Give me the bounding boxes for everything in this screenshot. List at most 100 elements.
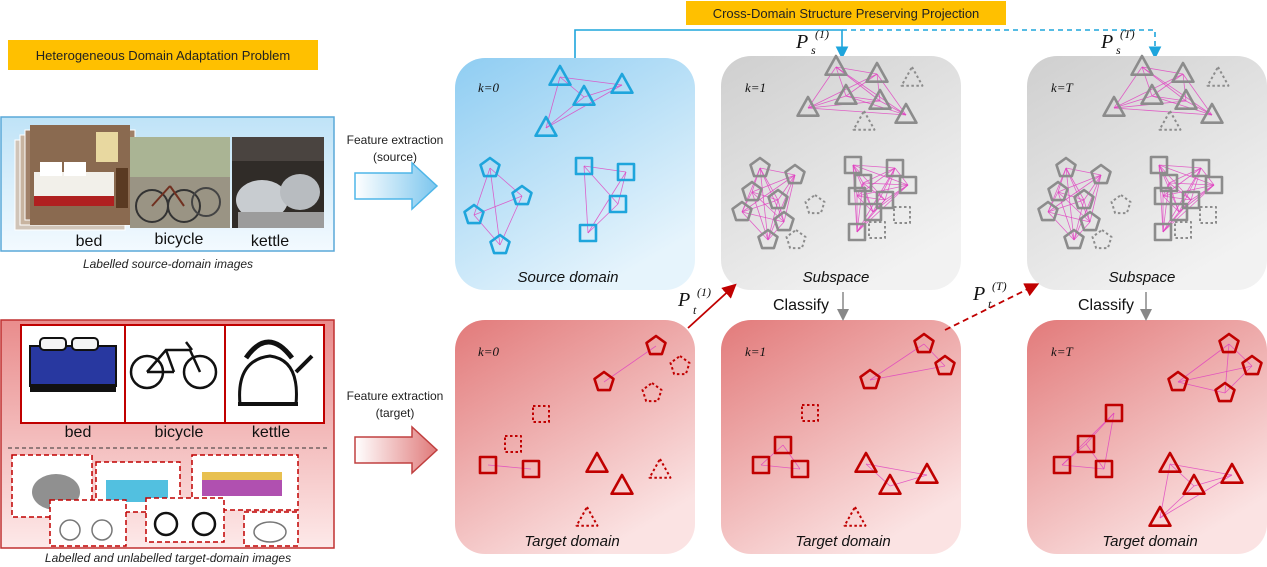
subspace-T-triangle	[1140, 83, 1164, 105]
subspace-1-edge	[876, 73, 881, 102]
target-0-square	[478, 455, 498, 475]
target-1-edge	[760, 444, 784, 466]
subspace-1-edge	[741, 174, 796, 213]
target-0-triangle	[610, 473, 634, 496]
target-0-pentagon	[645, 334, 667, 356]
classify-label-1: Classify	[773, 297, 829, 314]
subspace-1-edge	[741, 191, 753, 213]
subspace-T-triangle	[1200, 102, 1224, 124]
subspace-T-edge	[1083, 199, 1091, 223]
subspace-1-triangle	[868, 88, 892, 110]
target-T-edge	[1103, 412, 1115, 470]
target-T-edge	[1159, 474, 1233, 519]
panel-subspace-T-title: Subspace	[1109, 269, 1176, 286]
subspace-T-square	[1204, 175, 1224, 195]
svg-text:(T): (T)	[1120, 27, 1135, 41]
panel-target-1-k: k=1	[745, 344, 766, 359]
target-unlabelled-images	[11, 454, 299, 547]
target-class-bed: bed	[65, 424, 92, 441]
panel-target-T-title: Target domain	[1102, 533, 1197, 550]
panel-subspace-1-title: Subspace	[803, 269, 870, 286]
subspace-1-edge	[856, 182, 864, 197]
subspace-T-edge	[1073, 199, 1085, 241]
panel-target-1-title: Target domain	[795, 533, 890, 550]
target-1-triangle	[915, 462, 939, 485]
subspace-1-pentagon	[773, 210, 795, 232]
source-square	[608, 194, 628, 214]
feature-source-label-1: Feature extraction	[347, 133, 444, 147]
subspace-T-edge	[1065, 167, 1075, 241]
svg-text:(T): (T)	[992, 279, 1007, 293]
panel-target-0-title: Target domain	[524, 533, 619, 550]
projection-ptT-label: P t (T)	[972, 279, 1007, 311]
target-1-pentagon	[913, 332, 935, 354]
target-1-square	[751, 455, 771, 475]
subspace-T-edge	[1047, 191, 1059, 213]
target-1-triangle	[843, 506, 867, 527]
target-1-edge	[782, 444, 801, 470]
target-T-edge	[1177, 343, 1230, 383]
shape-layer	[463, 54, 1263, 528]
subspace-1-edge	[751, 191, 779, 201]
target-labelled-images	[20, 324, 325, 424]
subspace-T-edge	[1141, 66, 1187, 102]
source-triangle	[610, 72, 634, 94]
subspace-1-square	[898, 175, 918, 195]
source-pentagon	[511, 184, 533, 206]
target-T-pentagon	[1218, 332, 1240, 354]
target-1-edge	[869, 343, 925, 381]
subspace-1-triangle	[894, 102, 918, 124]
target-T-square	[1052, 455, 1072, 475]
svg-text:P: P	[1100, 31, 1113, 53]
target-T-square	[1076, 434, 1096, 454]
panel-subspace-T-k: k=T	[1051, 80, 1074, 95]
target-0-edge	[603, 345, 657, 383]
source-edge	[583, 165, 619, 205]
source-pentagon	[463, 203, 485, 225]
subspace-T-edge	[1065, 167, 1102, 176]
svg-text:(1): (1)	[697, 285, 711, 299]
source-edge	[545, 84, 623, 129]
panel-target-0-k: k=0	[478, 344, 500, 359]
panel-target-1	[721, 320, 961, 554]
subspace-T-square	[1199, 206, 1217, 224]
subspace-T-pentagon	[1063, 228, 1085, 250]
subspace-1-pentagon	[757, 228, 779, 250]
source-edge	[545, 96, 585, 129]
source-edge	[587, 203, 619, 234]
source-pentagon	[479, 156, 501, 178]
subspace-T-edge	[1047, 174, 1102, 213]
target-T-triangle	[1158, 451, 1182, 474]
target-0-pentagon	[593, 370, 615, 392]
feature-source-arrow	[354, 161, 439, 211]
target-T-triangle	[1148, 505, 1172, 528]
target-1-square	[790, 459, 810, 479]
source-image-stack	[14, 125, 324, 231]
subspace-1-edge	[777, 199, 785, 223]
subspace-1-edge	[856, 195, 886, 201]
subspace-1-edge	[767, 199, 779, 241]
subspace-T-edge	[1151, 95, 1213, 116]
target-T-edge	[1169, 463, 1233, 476]
subspace-1-pentagon	[767, 188, 789, 210]
projection-arrow-t1	[687, 283, 737, 329]
target-0-square	[532, 405, 550, 423]
svg-text:P: P	[972, 283, 985, 305]
subspace-T-pentagon	[1073, 188, 1095, 210]
bicycle-sketch-icon	[129, 341, 218, 390]
subspace-1-square	[863, 202, 883, 222]
panel-target-0	[455, 320, 695, 554]
subspace-1-edge	[835, 66, 847, 97]
subspace-1-pentagon	[741, 180, 763, 202]
subspace-1-edge	[777, 174, 796, 201]
target-T-edge	[1159, 485, 1195, 519]
subspace-1-square	[868, 221, 886, 239]
panel-source-k: k=0	[478, 80, 500, 95]
source-square	[574, 156, 594, 176]
subspace-T-pentagon	[1037, 200, 1059, 222]
feature-target-arrow	[354, 425, 439, 475]
subspace-T-edge	[1065, 167, 1085, 201]
subspace-1-pentagon	[784, 163, 806, 185]
projection-title-box	[686, 1, 1006, 25]
